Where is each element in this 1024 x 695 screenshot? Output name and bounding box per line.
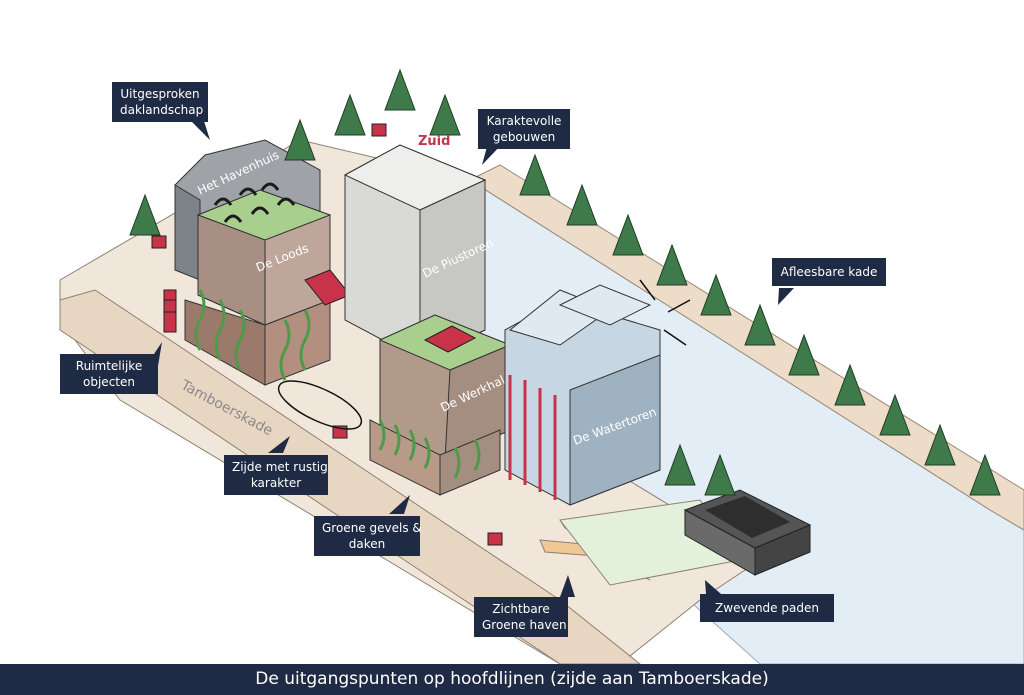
- red-kiosk-4: [487, 532, 503, 546]
- loods-base: [184, 289, 331, 386]
- building-werkhal: De Werkhal: [378, 314, 512, 461]
- view-lines: [639, 279, 691, 346]
- callout-ruimtelijke: Ruimtelijke objecten: [60, 354, 158, 394]
- building-watertoren: De Watertoren: [504, 284, 661, 506]
- red-tower: [163, 289, 177, 333]
- callout-groene-gevels: Groene gevels & daken: [314, 516, 422, 556]
- callout-zwevende: Zwevende paden: [700, 594, 834, 622]
- building-loods: De Loods: [196, 182, 332, 326]
- roof-trees: [213, 182, 296, 223]
- callout-groene-haven: Zichtbare Groene haven: [474, 597, 568, 637]
- floating-pavilion: [683, 489, 812, 576]
- quay-far: [468, 164, 1024, 531]
- callout-karaktervolle: Karaktevolle gebouwen: [478, 109, 570, 149]
- callout-rustig: Zijde met rustig karakter: [224, 455, 328, 495]
- red-greenhouse: [423, 325, 477, 353]
- red-sign: Zuid: [418, 134, 450, 149]
- quiet-side-ellipse: [277, 380, 363, 430]
- red-kiosk-2: [151, 235, 167, 249]
- red-kiosk-1: [371, 123, 387, 137]
- callout-afleesbare: Afleesbare kade: [772, 258, 886, 286]
- werkhal-base: [369, 419, 501, 496]
- footer-title: De uitgangspunten op hoofdlijnen (zijde …: [0, 664, 1024, 695]
- callout-daklandschap: Uitgesproken daklandschap: [112, 82, 208, 122]
- tree-row: [129, 68, 1001, 496]
